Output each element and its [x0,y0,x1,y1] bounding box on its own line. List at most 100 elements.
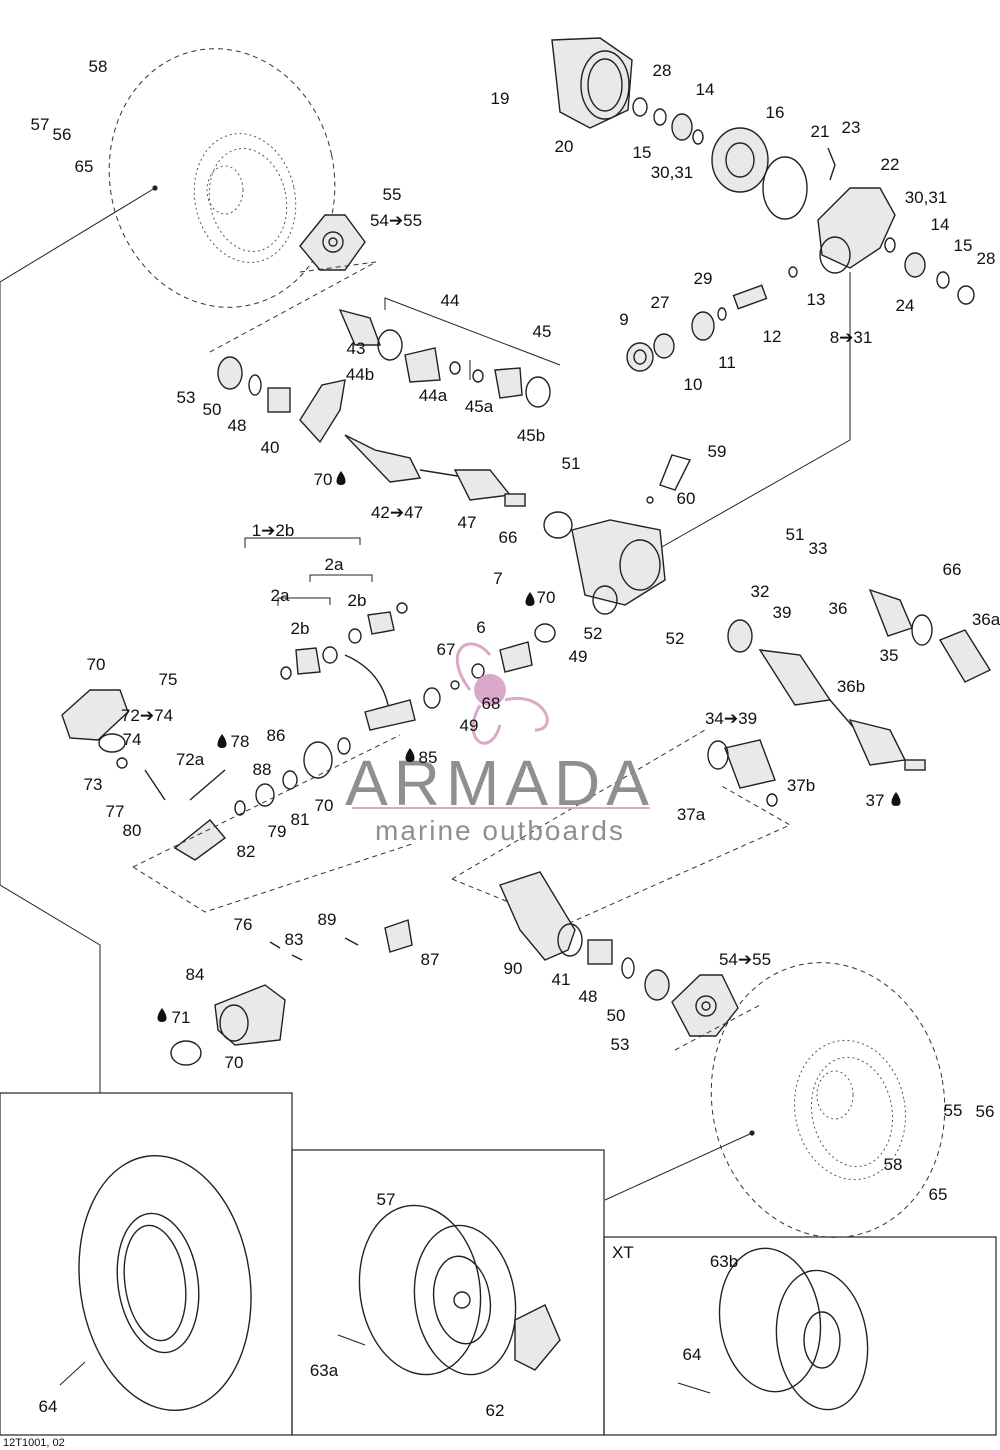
knuckle-upper [217,356,346,444]
callout-label: 83 [285,930,304,949]
callout-label: 49 [569,647,588,666]
right-driveshaft [707,588,992,807]
callout-label: 41 [552,970,571,989]
tire-62 [59,1154,252,1412]
knuckle-lower [499,871,670,1001]
callout-label: 72➔74 [121,706,173,725]
callout-label: 14 [931,215,950,234]
callout-label: 56 [53,125,72,144]
variant-label: XT [612,1243,634,1262]
callout-label: 82 [237,842,256,861]
callout-label: 6 [476,618,485,637]
callout-label: 51 [786,525,805,544]
callout-label: 78 [231,732,250,751]
callout-label: 56 [976,1102,995,1121]
wheel-63a [677,1247,869,1411]
housing-71 [170,919,413,1066]
callout-label: 73 [84,775,103,794]
callout-label: 88 [253,760,272,779]
callout-label: 57 [377,1190,396,1209]
wheel-upper-left [108,48,336,308]
callout-label: 42➔47 [371,503,423,522]
callout-label: 58 [884,1155,903,1174]
oil-drop-icon [891,792,901,806]
callout-label: 44a [419,386,448,405]
oil-drop-icon [405,748,415,762]
callout-label: 19 [491,89,510,108]
callout-label: 7 [493,569,502,588]
dashed-enclosures [132,729,792,1051]
left-driveshaft [338,297,561,507]
callout-label: 65 [75,157,94,176]
callout-label: 8➔31 [830,328,873,347]
callout-label: 32 [751,582,770,601]
callout-label: 89 [318,910,337,929]
callout-label: 2b [291,619,310,638]
callout-label: 50 [607,1006,626,1025]
callout-label: 53 [611,1035,630,1054]
callout-label: 49 [460,716,479,735]
callout-label: 72a [176,750,205,769]
callout-label: 55 [944,1101,963,1120]
oil-drop-icon [217,734,227,748]
callout-label: 45a [465,397,494,416]
callout-label: 63b [710,1252,738,1271]
oil-drop-icon [157,1008,167,1022]
callout-label: 51 [562,454,581,473]
diff-housing-top [551,37,975,305]
callout-label: 64 [39,1397,58,1416]
callout-label: 85 [419,748,438,767]
callout-label: 48 [228,416,247,435]
watermark-subtitle: marine outboards [375,815,625,846]
callout-label: 37 [866,791,885,810]
callout-label: 37b [787,776,815,795]
callout-label: 30,31 [651,163,694,182]
callout-label: 20 [555,137,574,156]
oil-drop-icons [157,471,901,1022]
actuator-group [61,689,166,801]
reference-code: 12T1001, 02 [3,1437,65,1449]
callout-label: 44b [346,365,374,384]
callout-label: 36a [972,610,1000,629]
callout-label: 81 [291,810,310,829]
callout-label: 22 [881,155,900,174]
callout-label: 47 [458,513,477,532]
callout-label: 13 [807,290,826,309]
callout-label: 86 [267,726,286,745]
callout-label: 28 [653,61,672,80]
callout-label: 80 [123,821,142,840]
callout-label: 9 [619,310,628,329]
callout-label: 54➔55 [370,211,422,230]
callout-label: 77 [106,802,125,821]
callout-label: 43 [347,339,366,358]
hub-upper [209,214,377,353]
callout-label: 15 [633,143,652,162]
center-shaft-items [173,623,556,861]
callout-label: 12 [763,327,782,346]
callout-label: 24 [896,296,915,315]
callout-label: 2a [271,586,290,605]
callout-label: 60 [677,489,696,508]
watermark: ARMADA marine outboards [345,642,650,846]
callout-label: 15 [954,236,973,255]
callout-label: 45 [533,322,552,341]
callout-label: 54➔55 [719,950,771,969]
wheel-63b [337,1204,561,1376]
callout-label: 16 [766,103,785,122]
callout-label: 2a [325,555,344,574]
callout-label: 35 [880,646,899,665]
callout-label: 74 [123,730,142,749]
front-diff-center [543,454,692,615]
pinion-group [626,266,798,372]
callout-label: 66 [499,528,518,547]
callout-label: 79 [268,822,287,841]
callout-label: 76 [234,915,253,934]
callout-label: 14 [696,80,715,99]
callout-label: 58 [89,57,108,76]
callout-label: 44 [441,291,460,310]
callout-label: 29 [694,269,713,288]
callout-label: 66 [943,560,962,579]
oil-drop-icon [336,471,346,485]
callout-label: 64 [683,1345,702,1364]
oil-drop-icon [525,592,535,606]
